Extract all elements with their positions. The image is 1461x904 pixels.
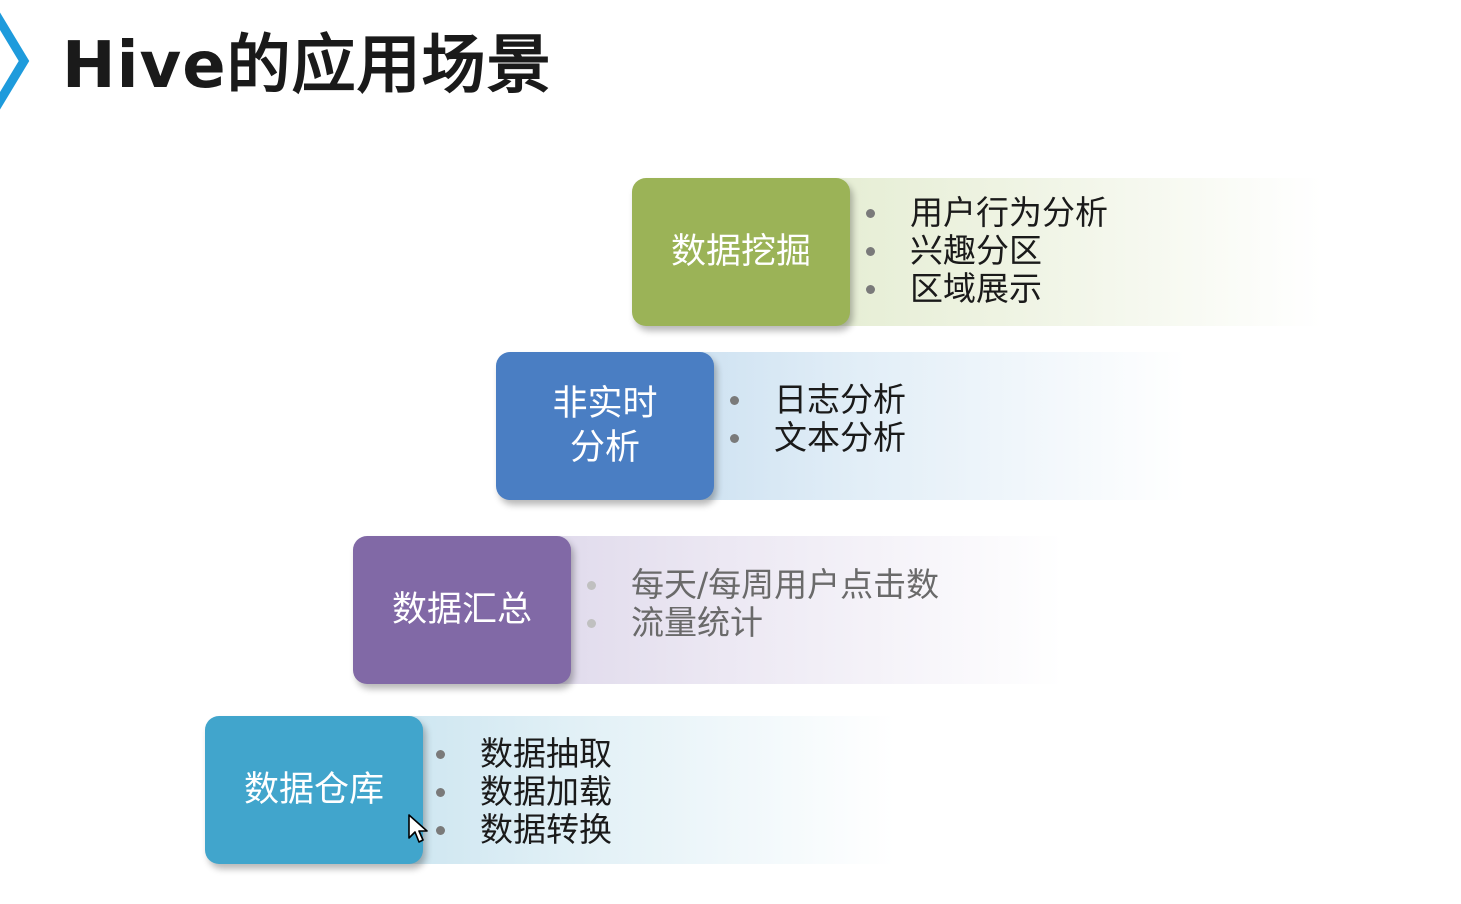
scenario-item-list: 日志分析 文本分析 — [730, 381, 906, 457]
list-item-text: 数据抽取 — [480, 734, 612, 773]
bullet-icon — [866, 247, 875, 256]
list-item: 每天/每周用户点击数 — [587, 566, 939, 604]
list-item-text: 用户行为分析 — [910, 193, 1108, 232]
list-item-text: 兴趣分区 — [910, 231, 1042, 270]
scenario-label-box: 数据挖掘 — [632, 178, 850, 326]
mouse-cursor-icon — [408, 814, 428, 843]
scenario-item-list: 用户行为分析 兴趣分区 区域展示 — [866, 194, 1108, 308]
scenario-label: 数据挖掘 — [670, 232, 811, 272]
list-item: 数据加载 — [436, 773, 612, 811]
scenario-label-box: 数据汇总 — [353, 536, 571, 684]
scenario-band — [503, 536, 1063, 684]
bullet-icon — [730, 396, 739, 405]
bullet-icon — [587, 581, 596, 590]
bullet-icon — [730, 434, 739, 443]
scenario-item-list: 每天/每周用户点击数 流量统计 — [587, 566, 939, 642]
page-title: Hive的应用场景 — [62, 29, 552, 103]
list-item-text: 数据加载 — [480, 772, 612, 811]
bullet-icon — [436, 826, 445, 835]
list-item-text: 日志分析 — [774, 380, 906, 419]
bullet-icon — [866, 209, 875, 218]
list-item-text: 文本分析 — [774, 418, 906, 457]
list-item: 流量统计 — [587, 604, 939, 642]
scenario-label-line: 非实时 — [552, 384, 658, 424]
scenario-label-box: 非实时 分析 — [496, 352, 714, 500]
list-item: 兴趣分区 — [866, 232, 1108, 270]
list-item: 文本分析 — [730, 419, 906, 457]
bullet-icon — [866, 285, 875, 294]
list-item: 区域展示 — [866, 270, 1108, 308]
scenario-label-box: 数据仓库 — [205, 716, 423, 864]
list-item: 用户行为分析 — [866, 194, 1108, 232]
list-item-text: 流量统计 — [631, 603, 763, 642]
list-item: 数据抽取 — [436, 735, 612, 773]
chevron-icon — [0, 12, 30, 110]
scenario-band — [355, 716, 895, 864]
list-item-text: 区域展示 — [910, 269, 1042, 308]
list-item-text: 每天/每周用户点击数 — [631, 565, 940, 604]
bullet-icon — [436, 750, 445, 759]
list-item: 数据转换 — [436, 811, 612, 849]
scenario-label: 数据仓库 — [243, 770, 384, 810]
bullet-icon — [587, 619, 596, 628]
scenario-item-list: 数据抽取 数据加载 数据转换 — [436, 735, 612, 849]
bullet-icon — [436, 788, 445, 797]
scenario-label: 数据汇总 — [391, 590, 532, 630]
scenario-band — [646, 352, 1186, 500]
scenario-label-line: 分析 — [569, 428, 640, 468]
list-item-text: 数据转换 — [480, 810, 612, 849]
list-item: 日志分析 — [730, 381, 906, 419]
